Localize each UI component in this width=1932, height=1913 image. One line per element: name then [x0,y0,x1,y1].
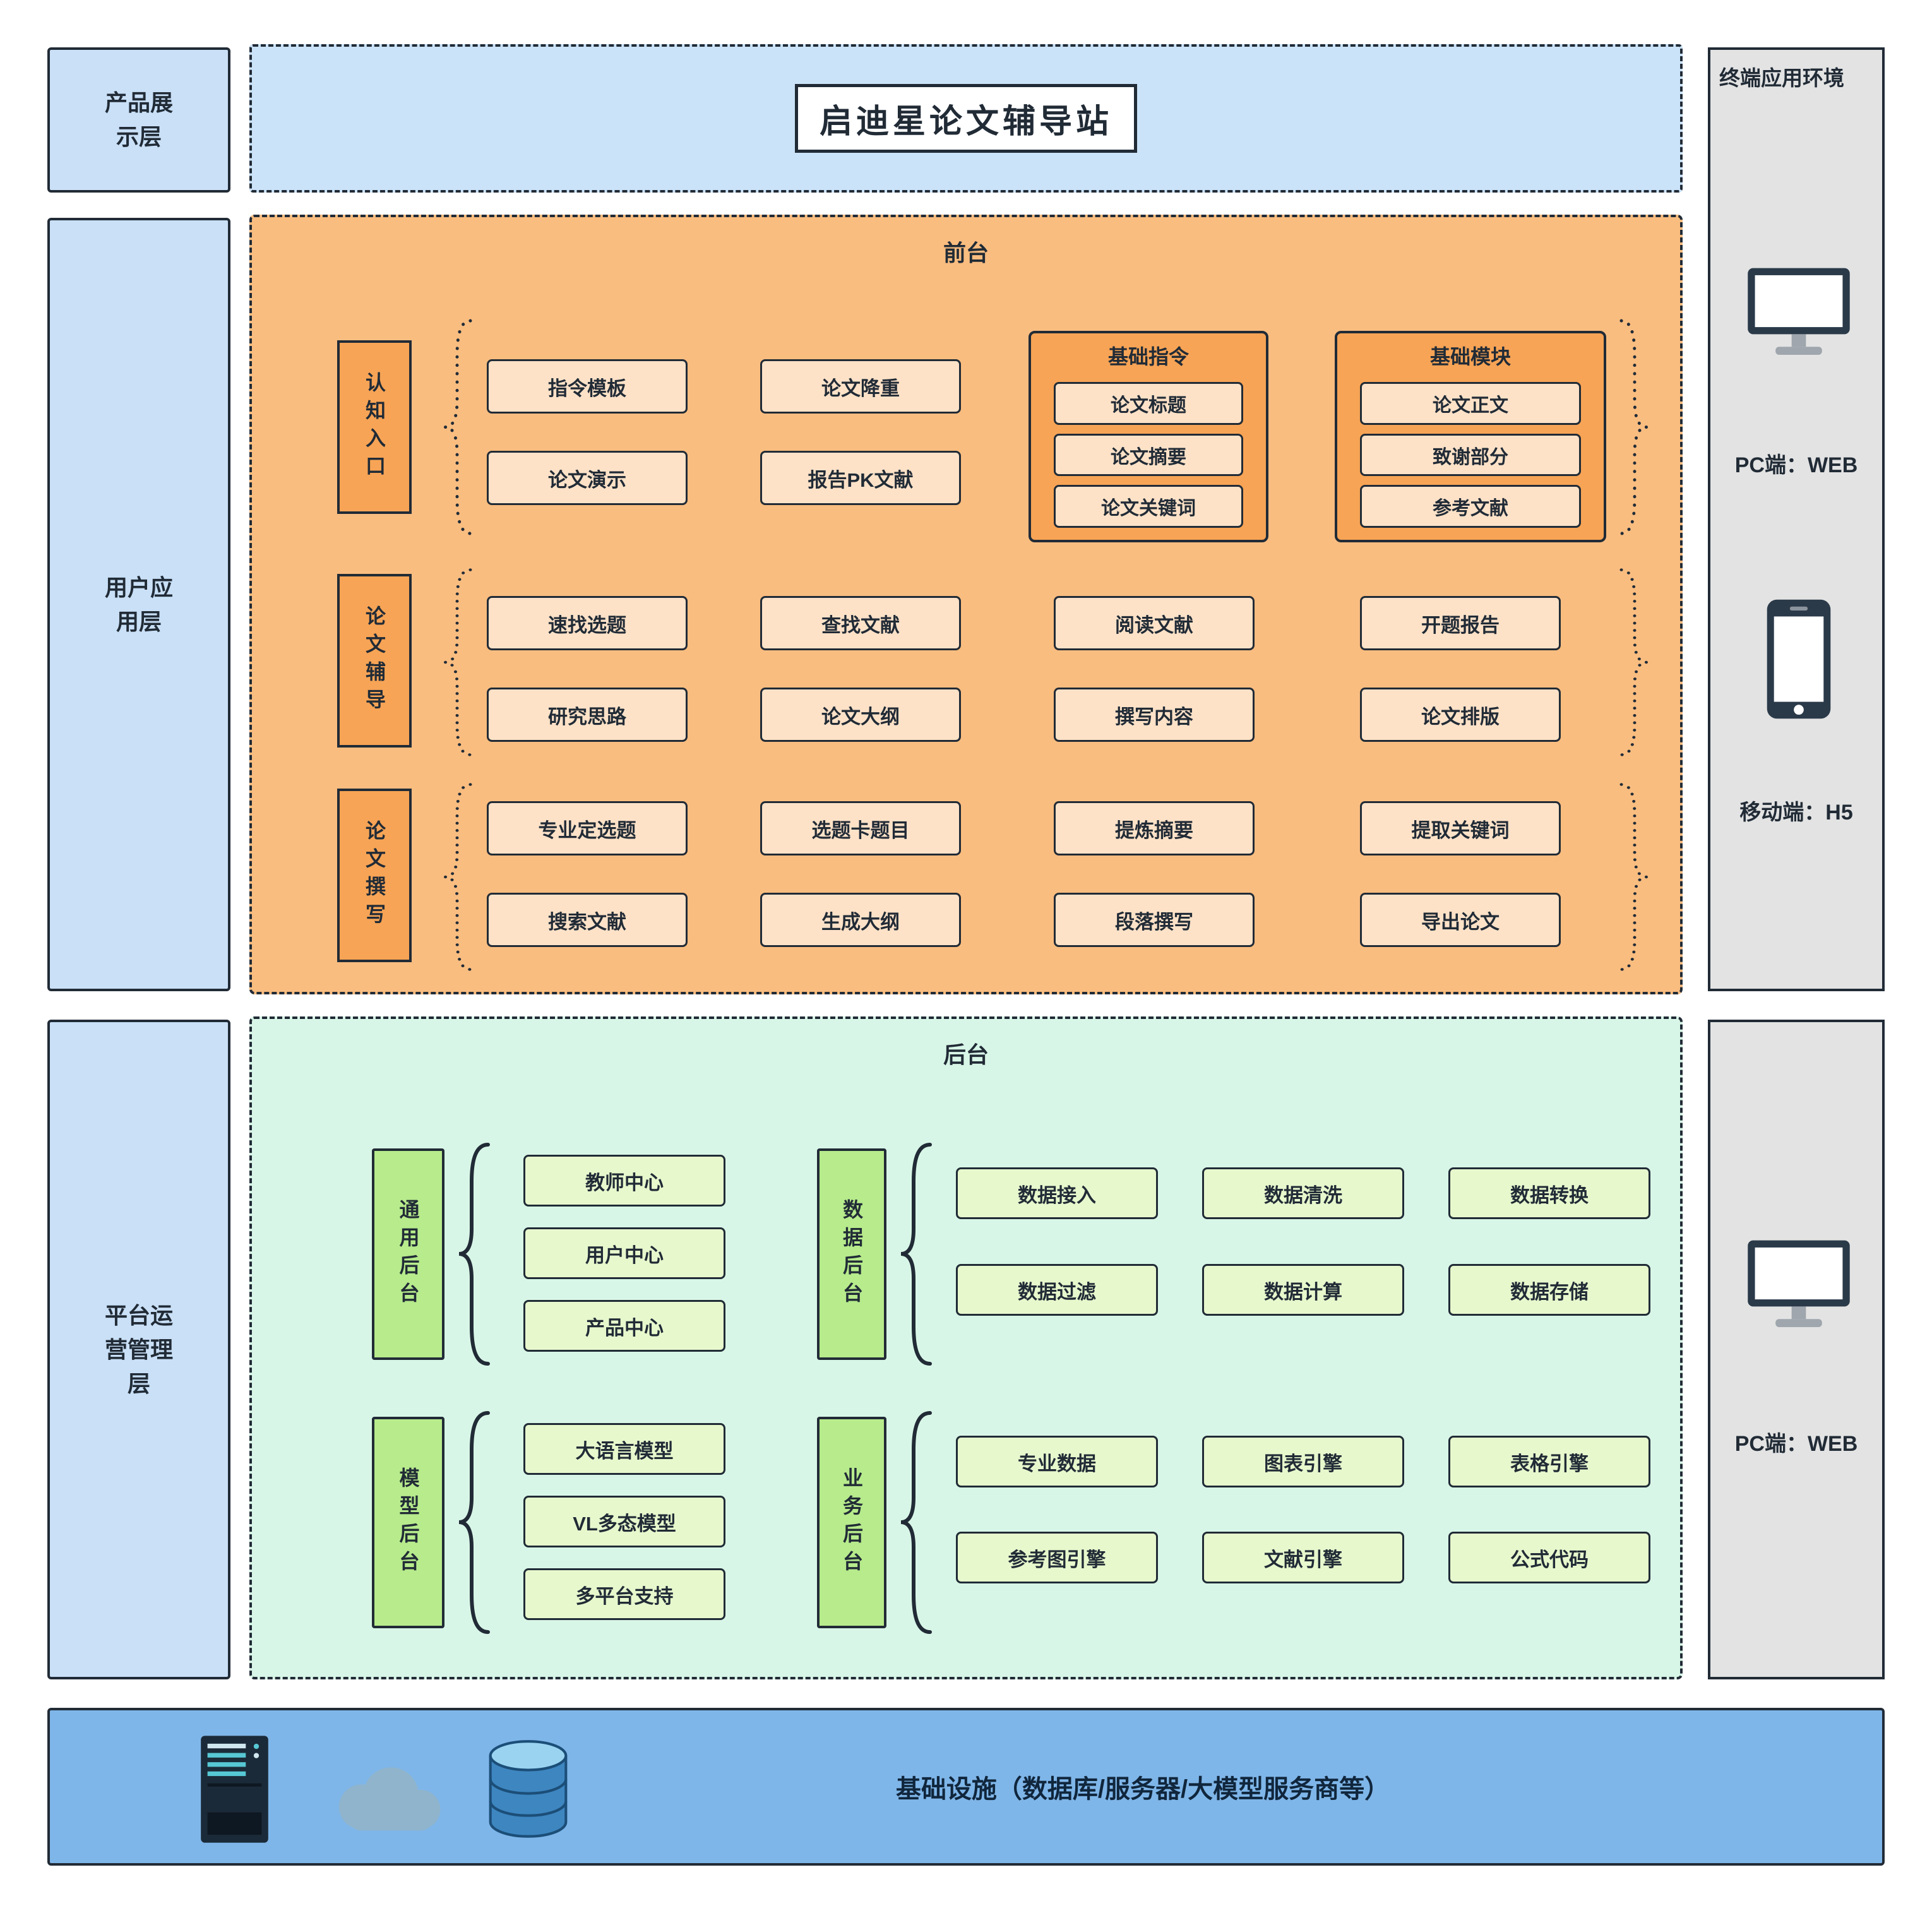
backend-item: 教师中心 [523,1155,725,1207]
frontend-item: 论文正文 [1360,382,1581,425]
backend-item: 数据转换 [1448,1167,1650,1219]
frontend-section: 前台 认知入口 指令模板 论文演示 论文降重 报告PK文献 基础指令 论文标题 … [249,215,1683,994]
frontend-item: 选题卡题目 [760,801,961,855]
monitor-icon [1748,268,1850,355]
basic-commands-group: 基础指令 论文标题 论文摘要 论文关键词 [1029,331,1268,542]
backend-item: 产品中心 [523,1300,725,1352]
frontend-item: 论文降重 [760,359,961,414]
frontend-item: 速找选题 [487,596,688,650]
backend-item: 数据清洗 [1202,1167,1404,1219]
backend-item: 数据存储 [1448,1264,1650,1316]
frontend-item: 提炼摘要 [1054,801,1255,855]
layer-user-application: 用户应 用层 [47,218,230,991]
infrastructure-bar: 基础设施（数据库/服务器/大模型服务商等） [47,1708,1885,1866]
backend-section: 后台 通用后台 教师中心 用户中心 产品中心 数据后台 数据接入 数据清洗 数据… [249,1016,1683,1679]
mobile-h5-label: 移动端：H5 [1739,801,1853,825]
frontend-item: 专业定选题 [487,801,688,855]
frontend-row1-label: 认知入口 [337,340,412,514]
monitor-icon [1748,1240,1850,1327]
frontend-item: 查找文献 [760,596,961,650]
group-title: 基础指令 [1107,345,1189,368]
backend-item: 公式代码 [1448,1532,1650,1583]
backend-item: 参考图引擎 [956,1532,1158,1583]
backend-item: 数据计算 [1202,1264,1404,1316]
solid-brace-open-icon [900,1143,932,1366]
dotted-brace-close-icon [1619,319,1647,535]
frontend-item: 开题报告 [1360,596,1561,650]
server-icon [201,1736,268,1843]
backend-item: 专业数据 [956,1436,1158,1487]
backend-item: 图表引擎 [1202,1436,1404,1487]
group-title: 基础模块 [1429,345,1511,368]
terminal-panel-title: 终端应用环境 [1719,66,1844,90]
frontend-item: 致谢部分 [1360,433,1581,477]
frontend-item: 阅读文献 [1054,596,1255,650]
backend-item: 数据接入 [956,1167,1158,1219]
dotted-brace-open-icon [444,319,472,535]
backend-item: VL多态模型 [523,1496,725,1547]
frontend-section-title: 前台 [943,240,989,266]
backend-item: 表格引擎 [1448,1436,1650,1487]
cloud-icon [338,1767,441,1831]
backend-group-label: 业务后台 [817,1417,886,1628]
frontend-item: 论文摘要 [1054,433,1243,477]
frontend-row2-label: 论文辅导 [337,574,412,748]
basic-modules-group: 基础模块 论文正文 致谢部分 参考文献 [1335,331,1606,542]
backend-group-label: 数据后台 [817,1148,886,1360]
frontend-item: 参考文献 [1360,485,1581,528]
frontend-item: 报告PK文献 [760,451,961,505]
dotted-brace-close-icon [1619,783,1647,971]
database-icon [489,1740,568,1838]
infrastructure-label: 基础设施（数据库/服务器/大模型服务商等） [895,1775,1390,1803]
frontend-row3-label: 论文撰写 [337,789,412,962]
smartphone-icon [1767,599,1831,719]
layer-product-display: 产品展 示层 [47,47,230,193]
layer-platform-operation: 平台运 营管理 层 [47,1020,230,1679]
solid-brace-open-icon [458,1143,490,1366]
frontend-item: 提取关键词 [1360,801,1561,855]
backend-group-label: 模型后台 [372,1417,444,1628]
dotted-brace-close-icon [1619,568,1647,756]
backend-section-title: 后台 [943,1042,989,1068]
solid-brace-open-icon [900,1411,932,1634]
frontend-item: 论文标题 [1054,382,1243,425]
dotted-brace-open-icon [444,568,472,756]
backend-item: 用户中心 [523,1227,725,1279]
frontend-item: 搜索文献 [487,893,688,947]
frontend-item: 论文关键词 [1054,485,1243,528]
backend-group-label: 通用后台 [372,1148,444,1360]
frontend-item: 撰写内容 [1054,688,1255,742]
frontend-item: 论文演示 [487,451,688,505]
pc-web-label: PC端：WEB [1734,1432,1858,1456]
dotted-brace-open-icon [444,783,472,971]
frontend-item: 生成大纲 [760,893,961,947]
frontend-item: 论文大纲 [760,688,961,742]
frontend-item: 论文排版 [1360,688,1561,742]
pc-web-label: PC端：WEB [1734,453,1858,477]
solid-brace-open-icon [458,1411,490,1634]
backend-item: 文献引擎 [1202,1532,1404,1583]
backend-item: 多平台支持 [523,1568,725,1620]
backend-item: 大语言模型 [523,1423,725,1475]
product-title-banner: 启迪星论文辅导站 [249,44,1683,193]
frontend-item: 段落撰写 [1054,893,1255,947]
terminal-pc-panel: PC端：WEB [1708,1020,1885,1679]
frontend-item: 导出论文 [1360,893,1561,947]
terminal-environment-panel: 终端应用环境 PC端：WEB 移动端：H5 [1708,47,1885,991]
frontend-item: 指令模板 [487,359,688,414]
frontend-item: 研究思路 [487,688,688,742]
backend-item: 数据过滤 [956,1264,1158,1316]
page-title: 启迪星论文辅导站 [794,84,1137,153]
